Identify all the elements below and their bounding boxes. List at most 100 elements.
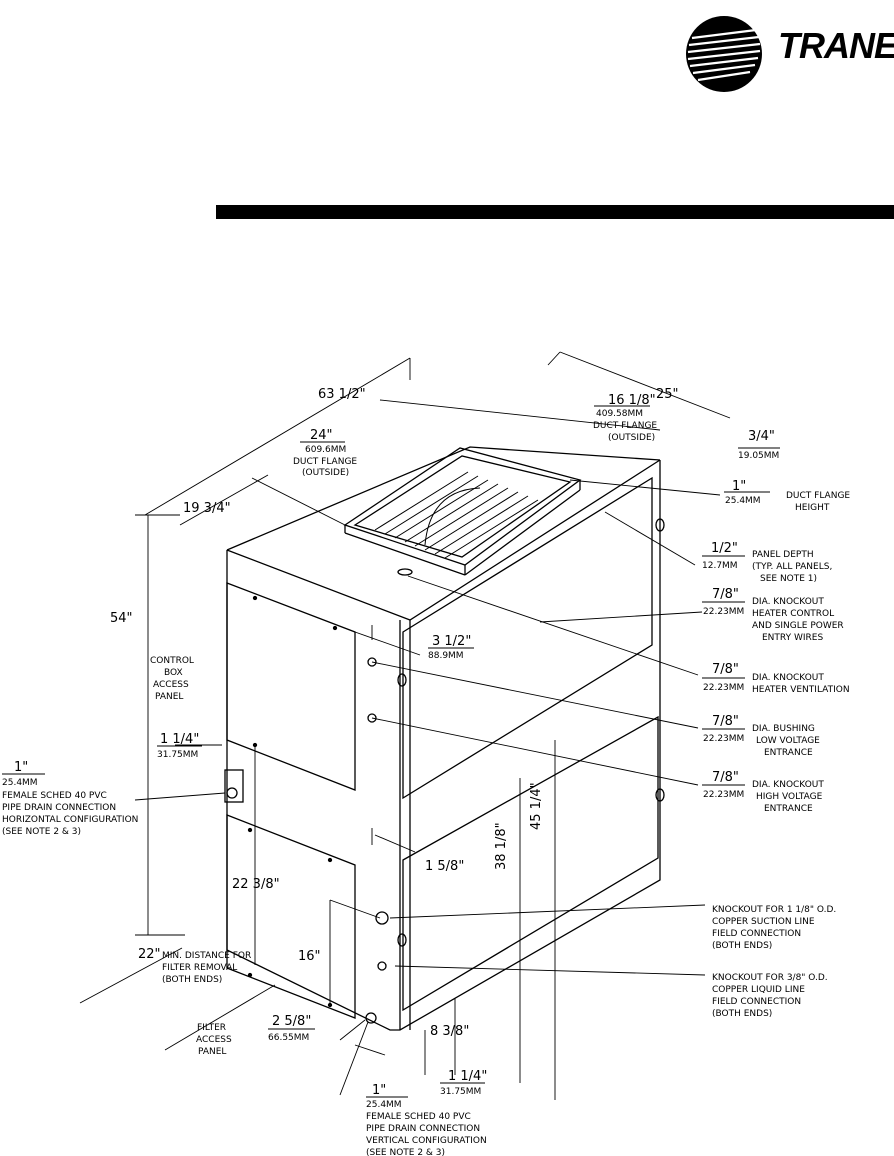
dim-flange-width-note1: DUCT FLANGE: [293, 457, 357, 467]
ko2-text1: DIA. KNOCKOUT: [752, 673, 824, 683]
ko4-text1: DIA. KNOCKOUT: [752, 780, 824, 790]
ko1-mm: 22.23MM: [703, 607, 744, 617]
filter-clearance-dim: 22": [138, 947, 161, 962]
filter-panel-label-2: ACCESS: [196, 1035, 232, 1045]
dim-38-1-8: 38 1/8": [494, 822, 509, 870]
panel-depth-in: 1/2": [711, 541, 738, 556]
ko1-text3: AND SINGLE POWER: [752, 621, 844, 631]
drain-offset-mm: 31.75MM: [157, 750, 198, 760]
panel-depth-mm: 12.7MM: [702, 561, 738, 571]
dim-flange-width-note2: (OUTSIDE): [302, 468, 349, 478]
liquid-text2: COPPER LIQUID LINE: [712, 985, 805, 995]
liquid-text4: (BOTH ENDS): [712, 1009, 772, 1019]
dim-overall-length: 63 1/2": [318, 387, 366, 402]
cabinet-outline: [226, 446, 661, 1031]
suction-text1: KNOCKOUT FOR 1 1/8" O.D.: [712, 905, 836, 915]
ko1-text2: HEATER CONTROL: [752, 609, 834, 619]
vdrain-text2: PIPE DRAIN CONNECTION: [366, 1124, 480, 1134]
panel-depth-text3: SEE NOTE 1): [760, 574, 817, 584]
filter-panel-label-1: FILTER: [197, 1023, 226, 1033]
dim-8-3-8: 8 3/8": [430, 1024, 469, 1039]
filter-clearance-text1: MIN. DISTANCE FOR: [162, 951, 251, 961]
ko3-text1: DIA. BUSHING: [752, 724, 815, 734]
suction-line-knockout: [375, 911, 389, 925]
dim-flange-depth-note2: (OUTSIDE): [608, 433, 655, 443]
dimension-lines: [79, 351, 731, 1100]
panel-depth-text1: PANEL DEPTH: [752, 550, 814, 560]
dim-1-5-8: 1 5/8": [425, 859, 464, 874]
side-offset-mm: 88.9MM: [428, 651, 464, 661]
dim-flange-width-in: 24": [310, 428, 333, 443]
vdrain-text1: FEMALE SCHED 40 PVC: [366, 1112, 471, 1122]
duct-flange: [343, 447, 582, 576]
lower-side-panel: [397, 715, 665, 1012]
ko2-mm: 22.23MM: [703, 683, 744, 693]
suction-text4: (BOTH ENDS): [712, 941, 772, 951]
dim-front-offset: 19 3/4": [183, 501, 231, 516]
flange-height-mm: 25.4MM: [725, 496, 761, 506]
vdrain-in: 1": [372, 1083, 386, 1098]
ko4-in: 7/8": [712, 770, 739, 785]
ko3-in: 7/8": [712, 714, 739, 729]
liquid-text3: FIELD CONNECTION: [712, 997, 801, 1007]
brand-wordmark: TRANE: [778, 25, 894, 66]
ko3-text2: LOW VOLTAGE: [756, 736, 820, 746]
dim-flange-depth-in: 16 1/8": [608, 393, 656, 408]
ko4-mm: 22.23MM: [703, 790, 744, 800]
vdrain-offset-mm: 66.55MM: [268, 1033, 309, 1043]
trane-logo-icon: [686, 16, 762, 92]
hdrain-text4: (SEE NOTE 2 & 3): [2, 827, 81, 837]
dim-edge-mm: 19.05MM: [738, 451, 779, 461]
filter-clearance-text2: FILTER REMOVAL: [162, 963, 237, 973]
ko3-mm: 22.23MM: [703, 734, 744, 744]
liquid-text1: KNOCKOUT FOR 3/8" O.D.: [712, 973, 828, 983]
header-rule: [216, 205, 894, 219]
flange-height-text2: HEIGHT: [795, 503, 830, 513]
vdrain-text4: (SEE NOTE 2 & 3): [366, 1148, 445, 1156]
ko2-in: 7/8": [712, 662, 739, 677]
dim-45-1-4: 45 1/4": [529, 782, 544, 830]
control-box-access-panel: [226, 582, 356, 791]
vdrain-text3: VERTICAL CONFIGURATION: [366, 1136, 487, 1146]
hdrain-mm: 25.4MM: [2, 778, 38, 788]
hdrain-text3: HORIZONTAL CONFIGURATION: [2, 815, 138, 825]
ko4-text2: HIGH VOLTAGE: [756, 792, 823, 802]
blower-wheel: [374, 471, 539, 559]
liquid-line-knockout: [377, 961, 387, 971]
low-voltage-knockout: [367, 657, 377, 667]
top-knockout: [397, 568, 413, 576]
control-box-label-3: ACCESS: [153, 680, 189, 690]
unit-dimension-drawing: 63 1/2" 25" 54" 19 3/4" 24" 609.6MM DUCT…: [2, 351, 850, 1156]
bottom-offset-in: 1 1/4": [448, 1069, 487, 1084]
filter-panel-label-3: PANEL: [198, 1047, 226, 1057]
flange-height-in: 1": [732, 479, 746, 494]
dim-height: 54": [110, 611, 133, 626]
vdrain-mm: 25.4MM: [366, 1100, 402, 1110]
control-box-label-1: CONTROL: [150, 656, 194, 666]
ko1-in: 7/8": [712, 587, 739, 602]
upper-side-panel: [397, 476, 665, 800]
vertical-drain-fitting: [365, 1012, 377, 1024]
dim-flange-width-mm: 609.6MM: [305, 445, 346, 455]
horizontal-drain-fitting: [226, 787, 238, 799]
control-box-label-4: PANEL: [155, 692, 183, 702]
side-offset-in: 3 1/2": [432, 634, 471, 649]
ko3-text3: ENTRANCE: [764, 748, 813, 758]
hdrain-in: 1": [14, 760, 28, 775]
dim-16: 16": [298, 949, 321, 964]
hdrain-text1: FEMALE SCHED 40 PVC: [2, 791, 107, 801]
suction-text2: COPPER SUCTION LINE: [712, 917, 815, 927]
filter-clearance-text3: (BOTH ENDS): [162, 975, 222, 985]
vdrain-offset-in: 2 5/8": [272, 1014, 311, 1029]
drain-plate: [224, 769, 244, 803]
ko1-text4: ENTRY WIRES: [762, 633, 823, 643]
dim-flange-depth-mm: 409.58MM: [596, 409, 643, 419]
dim-edge-in: 3/4": [748, 429, 775, 444]
suction-text3: FIELD CONNECTION: [712, 929, 801, 939]
ko2-text2: HEATER VENTILATION: [752, 685, 850, 695]
dim-depth: 25": [656, 387, 679, 402]
high-voltage-knockout: [367, 713, 377, 723]
fraction-bars: [2, 405, 780, 1098]
ko1-text1: DIA. KNOCKOUT: [752, 597, 824, 607]
control-box-label-2: BOX: [164, 668, 183, 678]
